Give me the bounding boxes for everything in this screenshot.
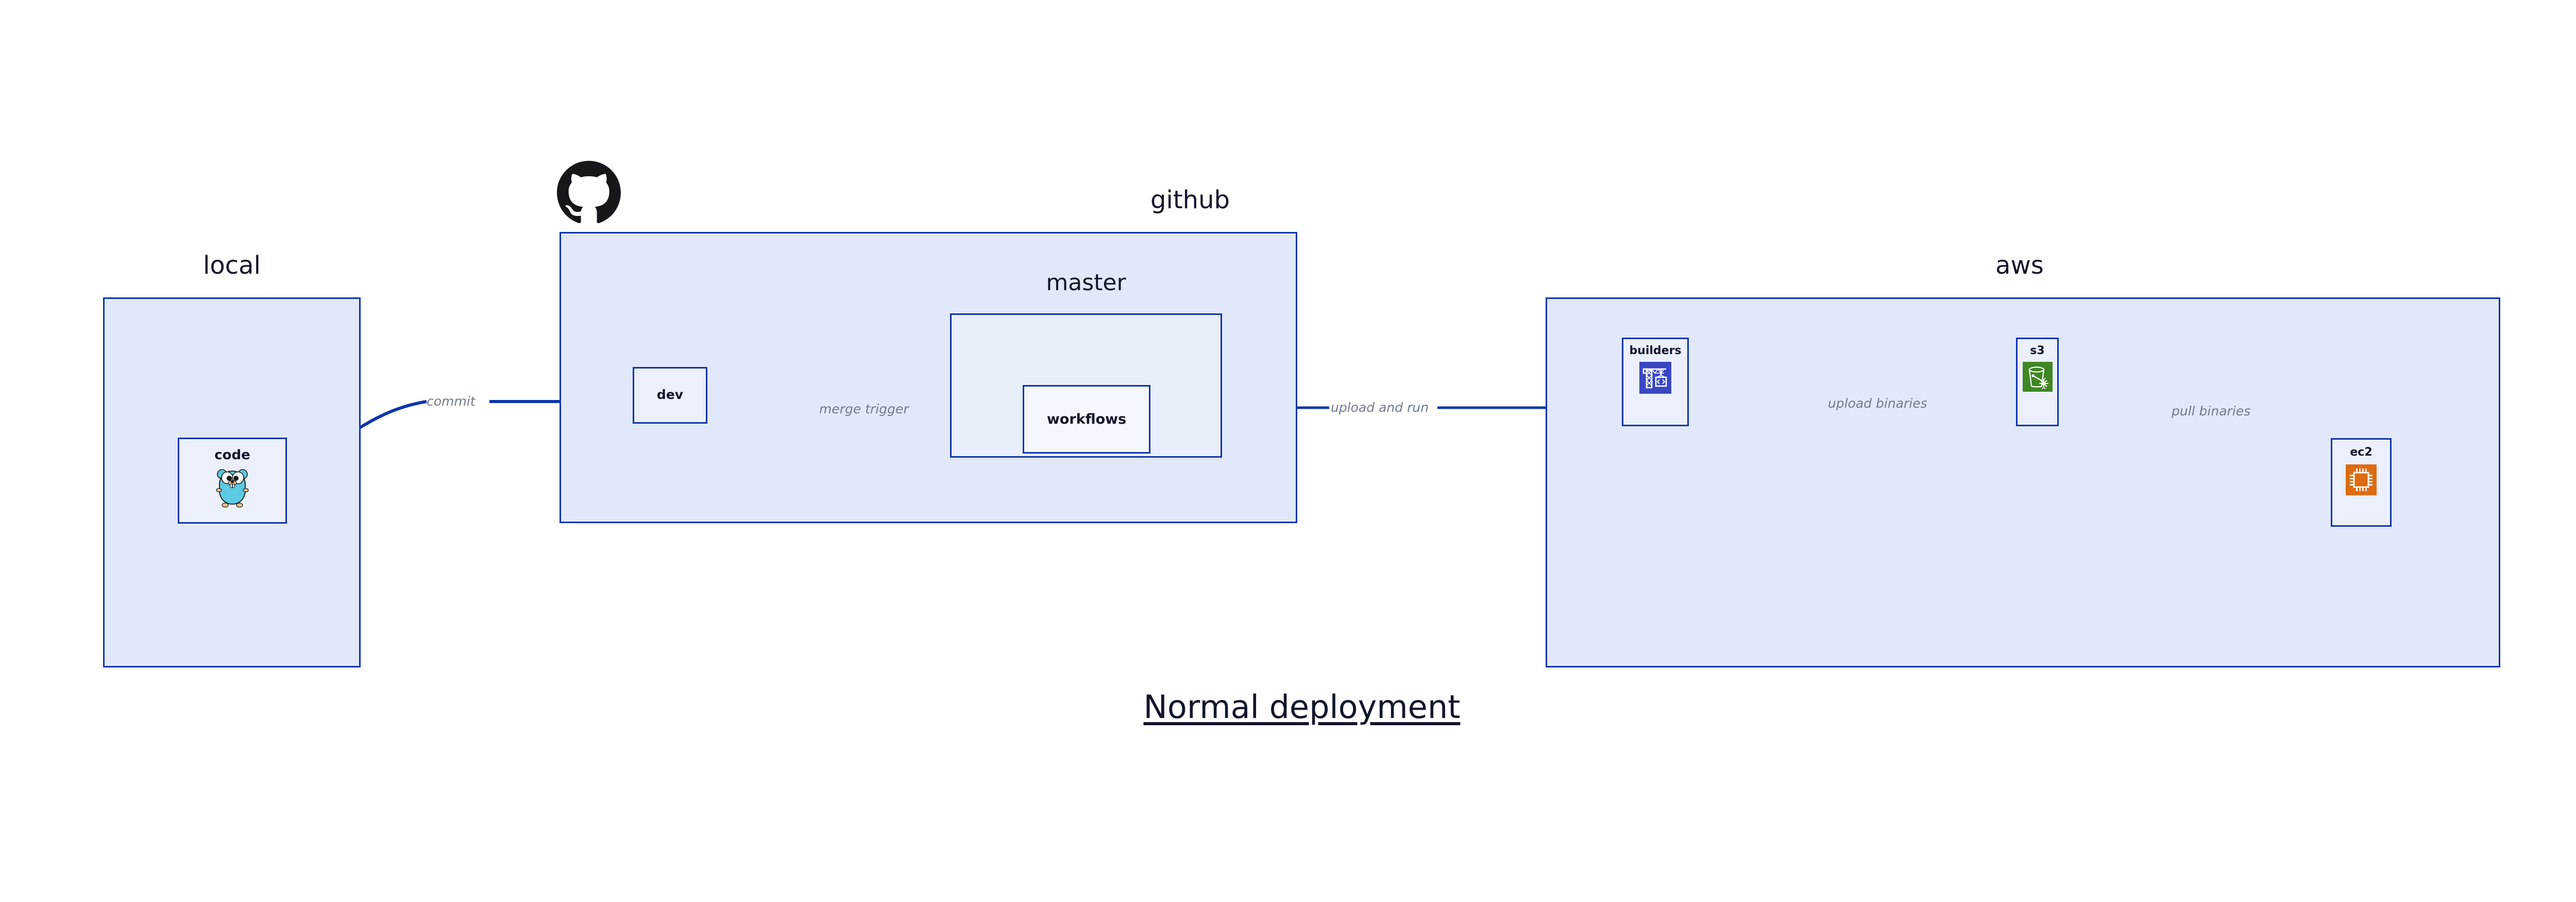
node-workflows-label: workflows xyxy=(1046,411,1127,427)
node-workflows[interactable]: workflows xyxy=(1023,385,1150,454)
group-label-local: local xyxy=(203,251,261,280)
group-label-master: master xyxy=(1046,270,1126,296)
node-ec2-label: ec2 xyxy=(2350,446,2372,459)
aws-s3-glacier-icon xyxy=(2022,362,2053,392)
diagram-title: Normal deployment xyxy=(1143,688,1461,726)
edge-label-upload-and-run: upload and run xyxy=(1331,400,1429,415)
group-label-github: github xyxy=(1150,186,1230,214)
node-builders-label: builders xyxy=(1629,344,1682,357)
node-dev-label: dev xyxy=(656,387,684,402)
edge-label-upload-binaries: upload binaries xyxy=(1828,396,1927,411)
node-s3-label: s3 xyxy=(2030,344,2045,357)
edge-label-merge-trigger: merge trigger xyxy=(819,402,909,416)
node-builders[interactable]: builders xyxy=(1622,338,1689,426)
node-code-label: code xyxy=(214,447,250,463)
node-code[interactable]: code xyxy=(178,438,287,524)
node-s3[interactable]: s3 xyxy=(2016,338,2059,426)
group-label-aws: aws xyxy=(1995,251,2044,280)
edge-label-commit: commit xyxy=(427,394,476,409)
node-ec2[interactable]: ec2 xyxy=(2331,438,2392,527)
go-gopher-icon xyxy=(216,469,249,508)
aws-ec2-icon xyxy=(2346,464,2377,495)
edge-label-pull-binaries: pull binaries xyxy=(2172,404,2251,419)
node-dev[interactable]: dev xyxy=(633,367,707,424)
github-octocat-icon xyxy=(557,161,621,223)
aws-codebuild-icon xyxy=(1639,362,1671,394)
